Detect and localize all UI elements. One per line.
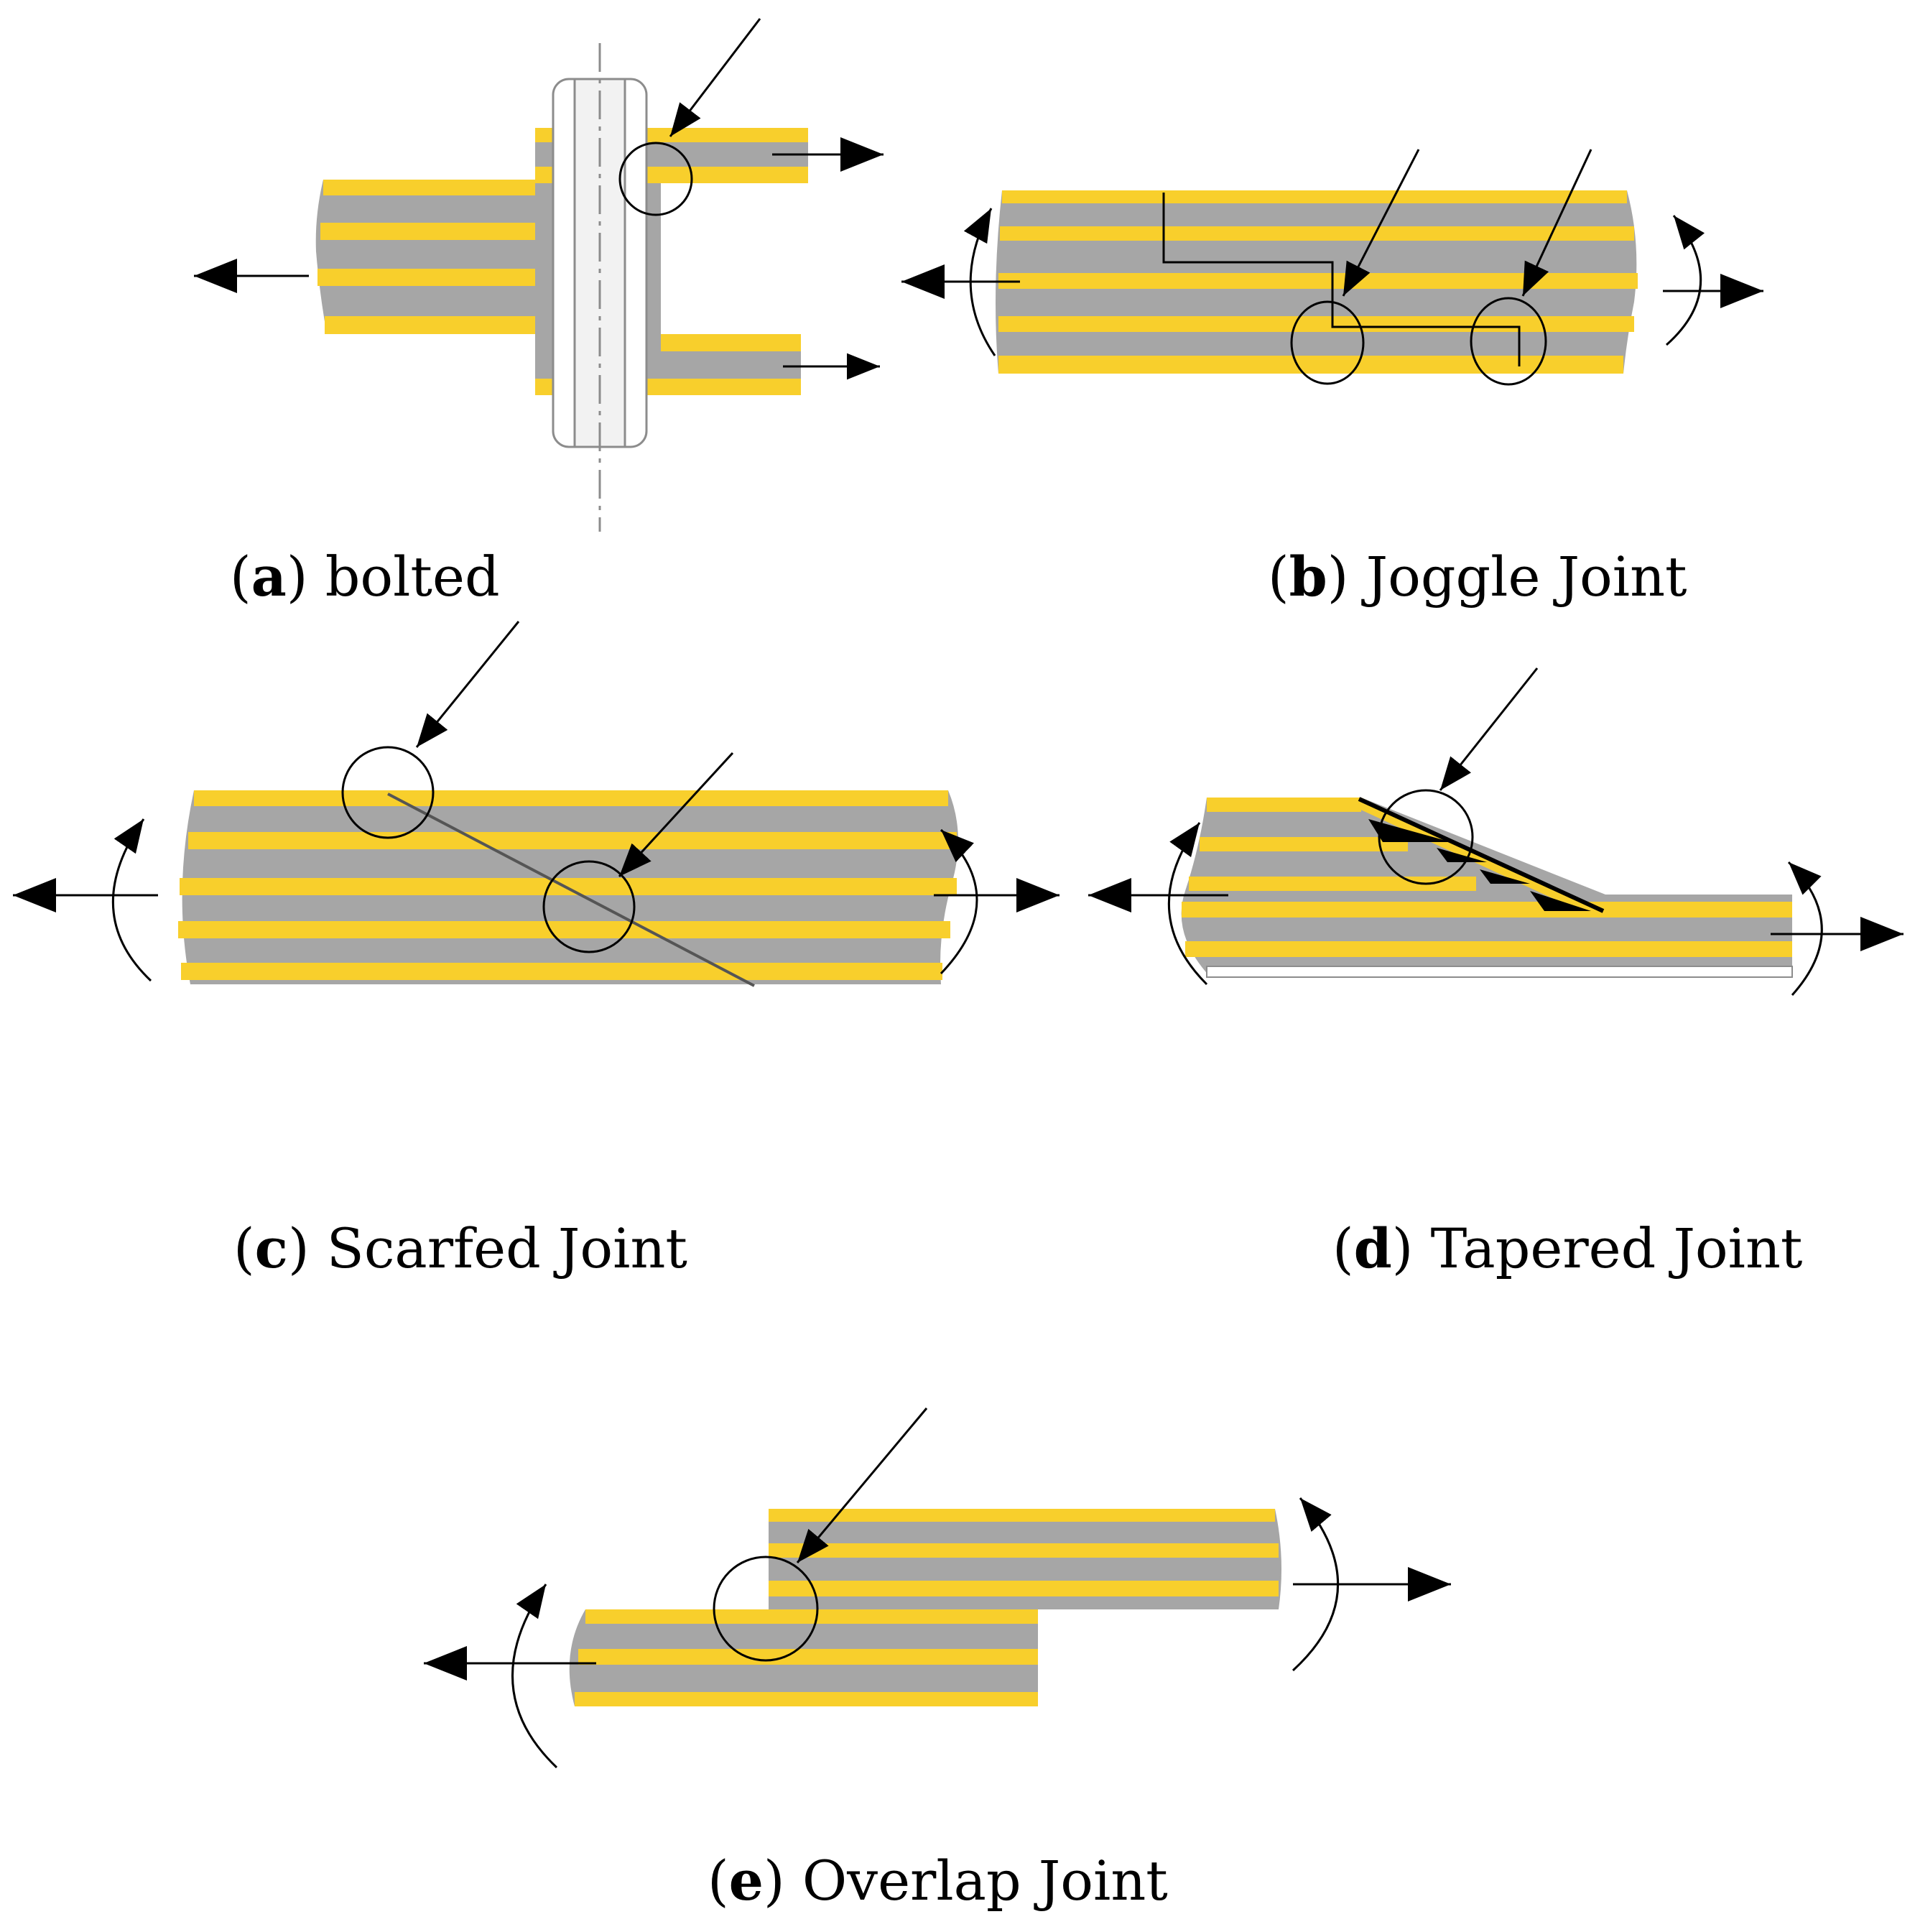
bolt-a	[552, 43, 648, 532]
failure-circle	[341, 746, 435, 839]
pointer-arrow	[796, 1408, 928, 1563]
caption-e-letter: e	[728, 1849, 764, 1913]
caption-b-text: Joggle Joint	[1365, 545, 1687, 609]
pointer-arrow	[415, 621, 520, 748]
caption-b: (b) Joggle Joint	[1268, 545, 1687, 609]
pointer-arrow	[1439, 667, 1539, 791]
failure-circle	[542, 860, 636, 953]
moment-arrow	[111, 818, 152, 982]
caption-a: (a) bolted	[230, 545, 500, 609]
caption-c-letter: c	[254, 1216, 288, 1280]
moment-arrow	[1666, 215, 1705, 346]
caption-e-text: Overlap Joint	[802, 1849, 1168, 1913]
failure-circle	[1378, 789, 1474, 885]
moment-arrow	[1787, 861, 1823, 996]
panel-c-scarfed	[13, 621, 1059, 987]
laminate-upper-e	[769, 1509, 1281, 1609]
taper-steps	[1358, 797, 1605, 913]
panel-b-joggle	[901, 149, 1763, 386]
failure-circle	[1290, 300, 1365, 385]
failure-circle	[618, 142, 693, 216]
moment-arrow	[1292, 1497, 1339, 1672]
caption-c: (c) Scarfed Joint	[233, 1216, 687, 1280]
caption-a-text: bolted	[325, 545, 500, 609]
caption-d: (d) Tapered Joint	[1332, 1216, 1803, 1280]
scarf-line	[387, 792, 755, 987]
pointer-arrow	[669, 18, 761, 137]
caption-d-text: Tapered Joint	[1430, 1216, 1803, 1280]
failure-circle	[713, 1556, 819, 1662]
laminate-d	[1181, 798, 1793, 978]
laminate-c	[178, 790, 958, 984]
caption-d-letter: d	[1353, 1216, 1392, 1280]
laminate-lower-e	[569, 1609, 1038, 1706]
moment-arrow	[940, 828, 978, 975]
pointer-arrow	[1342, 149, 1420, 297]
laminate-main-a	[315, 180, 546, 334]
pointer-arrow	[618, 752, 734, 878]
caption-e: (e) Overlap Joint	[708, 1849, 1168, 1913]
panel-e-overlap	[424, 1408, 1451, 1769]
panel-d-tapered	[1088, 667, 1904, 996]
pointer-arrow	[1521, 149, 1592, 297]
laminate-b	[996, 190, 1638, 374]
moment-arrow	[1167, 822, 1208, 986]
caption-a-letter: a	[251, 545, 287, 609]
failure-circle	[1470, 297, 1547, 386]
moment-arrow	[511, 1584, 558, 1769]
panel-a-bolted	[194, 18, 884, 532]
caption-b-letter: b	[1289, 545, 1327, 609]
caption-c-text: Scarfed Joint	[326, 1216, 687, 1280]
joggle-line	[1162, 193, 1521, 366]
moment-arrow	[963, 208, 996, 356]
